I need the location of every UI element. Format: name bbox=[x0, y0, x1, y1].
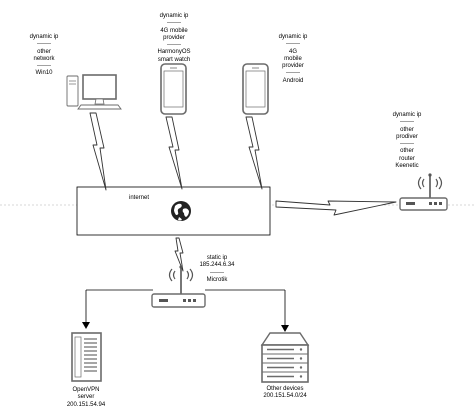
label-mikrotik-router: static ip 185.244.6.34 ------- Microtik bbox=[199, 255, 235, 283]
label-android-phone: dynamic ip ------- 4G mobile provider --… bbox=[278, 34, 308, 84]
openvpn-server-icon[interactable] bbox=[71, 332, 102, 382]
lightning-bolt-pc bbox=[89, 112, 107, 191]
desktop-pc-icon[interactable] bbox=[66, 74, 122, 110]
lightning-bolt-mikrotik bbox=[174, 237, 184, 272]
label-keenetic-router: dynamic ip ------- other prodiver ------… bbox=[392, 112, 422, 170]
label-internet: internet bbox=[129, 195, 150, 201]
rack-server-icon[interactable] bbox=[260, 332, 310, 383]
smart-watch-device-icon[interactable] bbox=[160, 63, 187, 115]
label-win10-pc: dynamic ip ------- other network -------… bbox=[29, 34, 59, 77]
label-openvpn-server: OpenVPN server 200.151.54.94 bbox=[66, 387, 106, 408]
android-phone-icon[interactable] bbox=[242, 63, 269, 115]
label-other-devices: Other devices 200.151.54.0/24 bbox=[263, 386, 307, 400]
lightning-bolt-watch bbox=[165, 116, 183, 190]
mikrotik-router-icon[interactable] bbox=[151, 265, 206, 308]
keenetic-router-icon[interactable] bbox=[399, 173, 448, 211]
lightning-bolt-phone bbox=[245, 116, 263, 190]
label-harmony-watch: dynamic ip ------- 4G mobile provider --… bbox=[157, 13, 191, 63]
lightning-bolt-keenetic bbox=[275, 200, 397, 216]
globe-icon bbox=[171, 201, 191, 221]
